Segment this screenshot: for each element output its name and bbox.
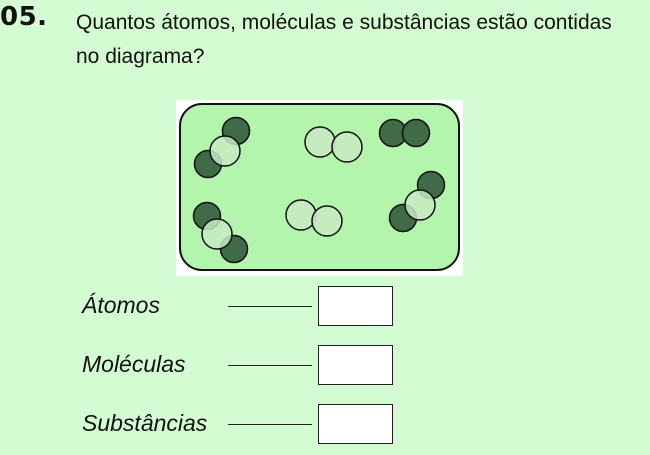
- diagram-canvas: [179, 103, 460, 271]
- answer-box-atoms[interactable]: [318, 286, 393, 326]
- molecule-top-middle: [304, 126, 363, 163]
- atom-light: [331, 131, 363, 163]
- answer-connector-line: [228, 306, 312, 307]
- molecule-bottom-middle: [285, 199, 343, 237]
- molecule-top-right: [378, 118, 431, 148]
- atom-dark: [401, 118, 431, 148]
- atom-light: [285, 199, 317, 231]
- atom-light: [311, 205, 343, 237]
- answer-label-molecules: Moléculas: [82, 351, 186, 377]
- answer-label-atoms: Átomos: [82, 292, 160, 318]
- molecule-bottom-left: [192, 201, 249, 264]
- answer-row-molecules: Moléculas: [0, 345, 650, 391]
- atom-light: [201, 218, 233, 250]
- molecule-top-left: [193, 116, 251, 179]
- answer-row-atoms: Átomos: [0, 286, 650, 332]
- answer-connector-line: [228, 424, 312, 425]
- answer-box-molecules[interactable]: [318, 345, 393, 385]
- question-number: 05.: [0, 2, 48, 32]
- atom-light: [404, 189, 436, 221]
- question-text: Quantos átomos, moléculas e substâncias …: [76, 11, 612, 68]
- answer-connector-line: [228, 365, 312, 366]
- molecule-bottom-right: [388, 170, 446, 233]
- answer-row-substances: Substâncias: [0, 404, 650, 450]
- molecule-diagram: [176, 100, 463, 276]
- atom-light: [304, 126, 336, 158]
- answer-box-substances[interactable]: [318, 404, 393, 444]
- atom-light: [209, 135, 241, 167]
- answer-label-substances: Substâncias: [82, 410, 208, 436]
